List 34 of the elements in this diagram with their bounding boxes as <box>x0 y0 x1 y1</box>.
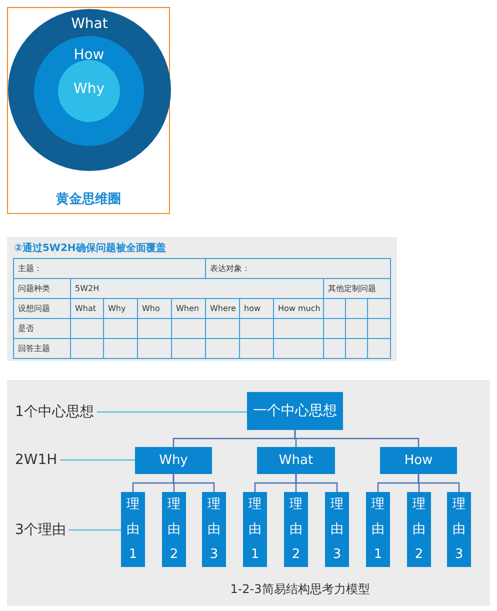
tree-box: How <box>380 447 457 474</box>
connector-line <box>295 474 338 492</box>
circle-label: What <box>70 15 109 33</box>
leader-line <box>68 529 121 531</box>
tree-box: 理由2 <box>162 492 186 567</box>
section-title: ②通过5W2H确保问题被全面覆盖 <box>14 241 166 255</box>
tree-box: 理由3 <box>325 492 349 567</box>
tree-box: 理由2 <box>407 492 431 567</box>
tree-box: 理由1 <box>243 492 267 567</box>
tree-box: 理由1 <box>121 492 145 567</box>
tree-box: What <box>257 447 335 474</box>
level-label: 2W1H <box>15 450 58 470</box>
table-cell: 主题： <box>14 258 206 278</box>
table-cell: 表达对象： <box>206 258 391 278</box>
tree-box: 理由1 <box>366 492 390 567</box>
connector-line <box>294 430 420 447</box>
leader-line <box>96 411 247 413</box>
tree-box: 一个中心思想 <box>247 392 343 430</box>
tree-box: 理由3 <box>447 492 471 567</box>
tree-box: Why <box>135 447 212 474</box>
diagram-frame <box>7 7 170 214</box>
tree-box: 理由2 <box>284 492 308 567</box>
level-label: 3个理由 <box>15 520 66 540</box>
caption: 1-2-3简易结构思考力模型 <box>229 581 371 598</box>
circle-label: Why <box>72 80 106 98</box>
connector-line <box>172 474 215 492</box>
frame-title: 黄金思维圈 <box>55 190 122 208</box>
level-label: 1个中心思想 <box>15 402 94 422</box>
connector-line <box>418 474 460 492</box>
leader-line <box>60 459 135 461</box>
table-cell: 回答主题 <box>14 338 70 358</box>
tree-box: 理由3 <box>202 492 226 567</box>
circle-label: How <box>72 46 106 64</box>
circle <box>8 9 171 171</box>
